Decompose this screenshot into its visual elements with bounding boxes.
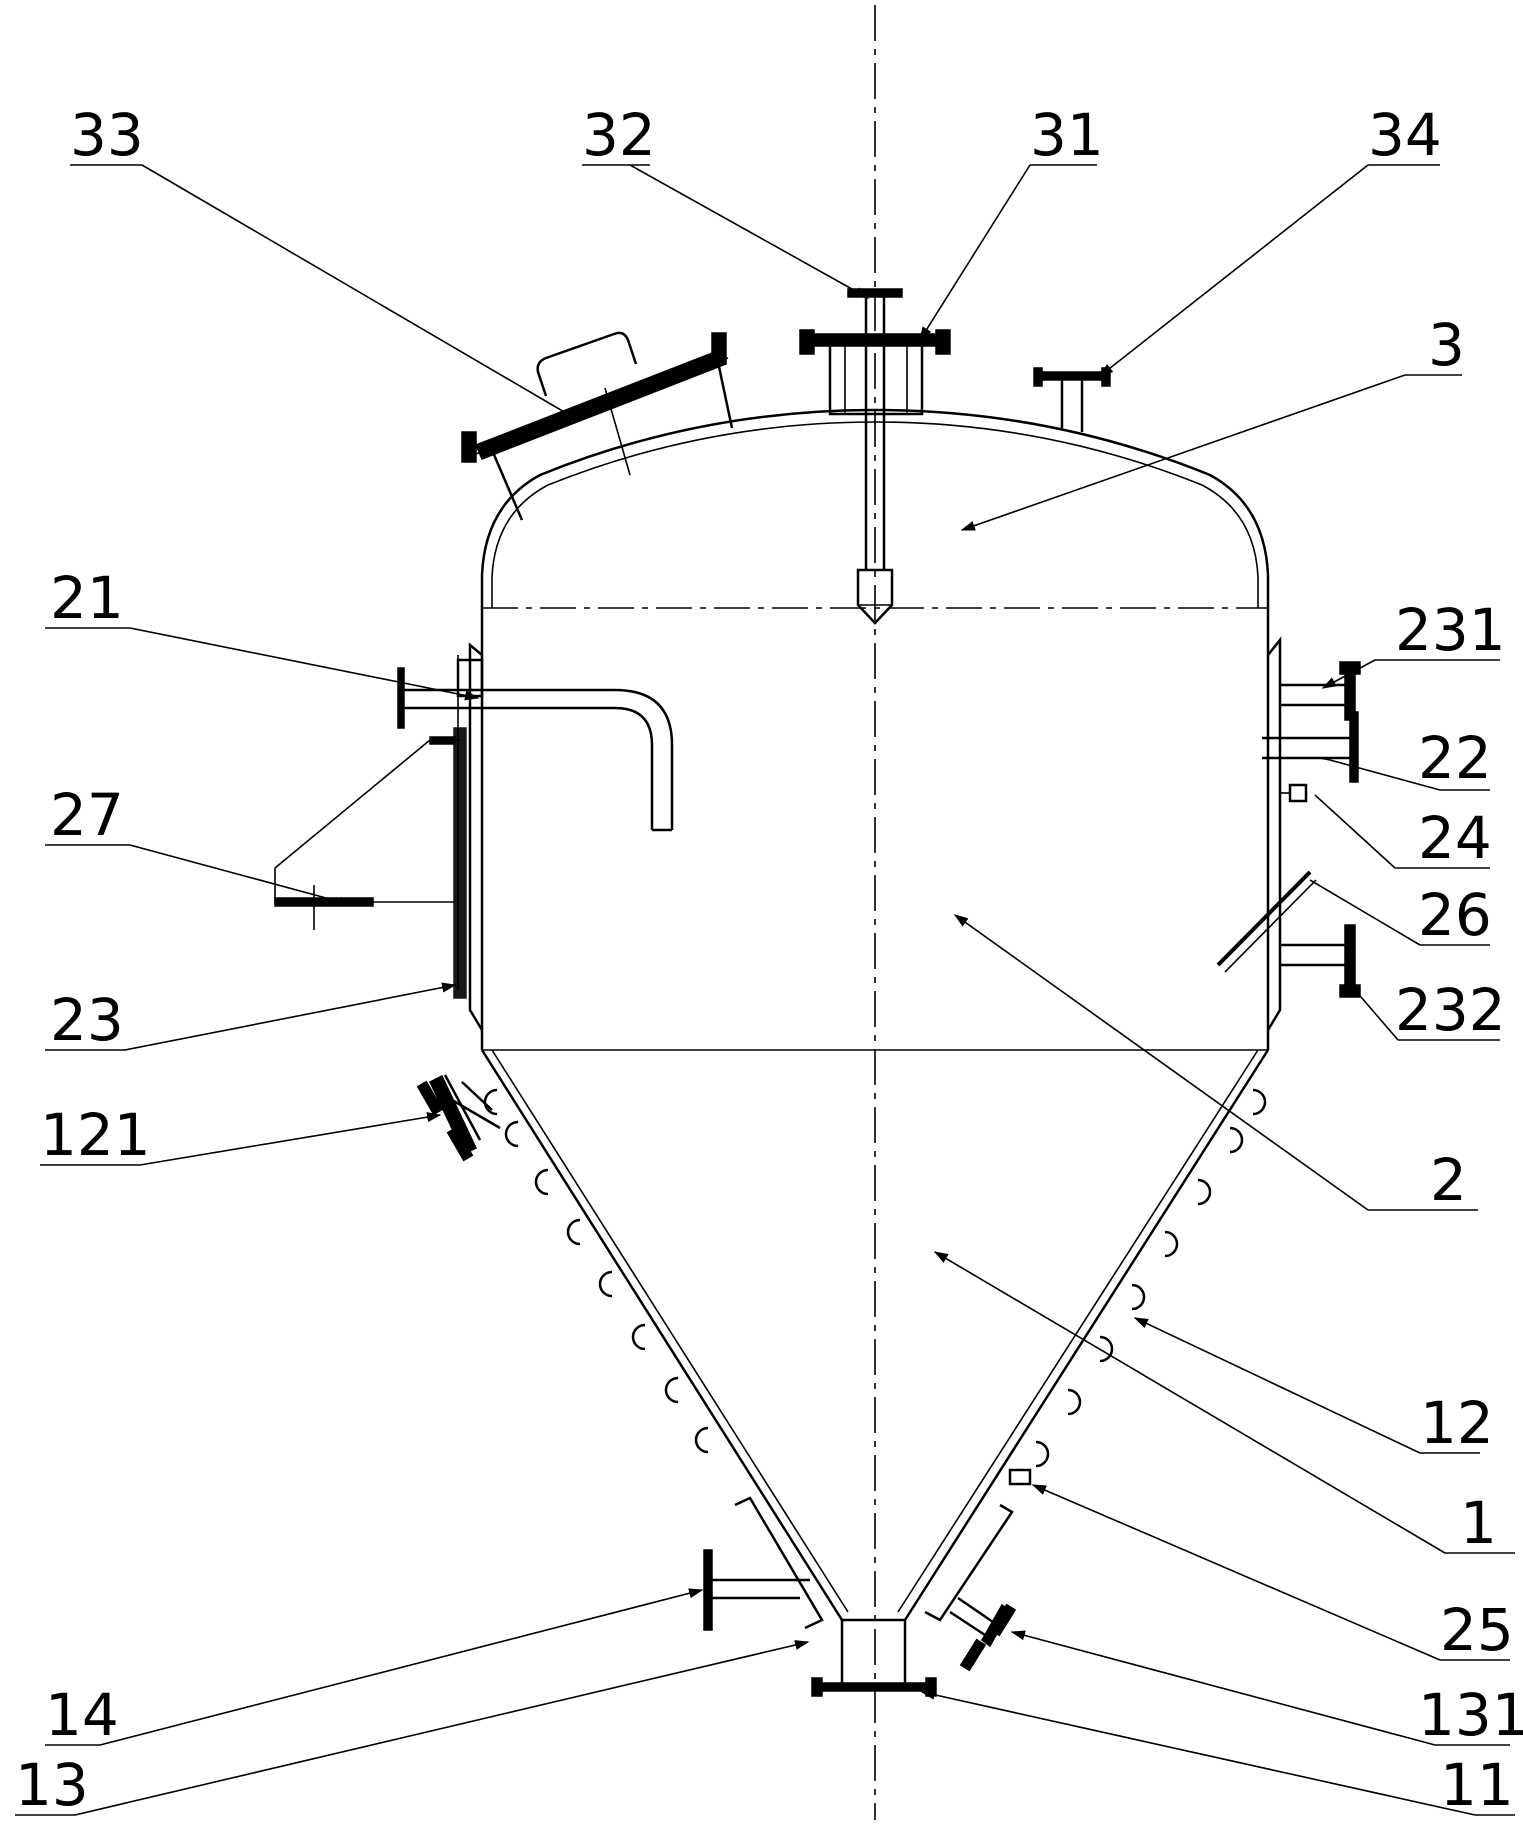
label-21: 21 — [50, 564, 124, 632]
label-33: 33 — [70, 101, 144, 169]
label-27: 27 — [50, 781, 124, 849]
label-31: 31 — [1030, 101, 1104, 169]
label-3: 3 — [1428, 311, 1465, 379]
cylinder-body — [457, 608, 1282, 1051]
label-232: 232 — [1395, 976, 1506, 1044]
label-11: 11 — [1440, 1751, 1514, 1819]
label-12: 12 — [1420, 1389, 1494, 1457]
label-2: 2 — [1430, 1146, 1467, 1214]
center-pipe — [799, 288, 951, 570]
label-1: 1 — [1460, 1489, 1497, 1557]
label-22: 22 — [1418, 724, 1492, 792]
label-32: 32 — [582, 101, 656, 169]
label-26: 26 — [1418, 881, 1492, 949]
label-24: 24 — [1418, 804, 1492, 872]
sight-glass-27 — [274, 727, 467, 999]
label-34: 34 — [1368, 101, 1442, 169]
label-231: 231 — [1395, 596, 1506, 664]
label-25: 25 — [1440, 1596, 1514, 1664]
right-nozzles — [1216, 661, 1361, 998]
label-121: 121 — [40, 1101, 151, 1169]
top-dome — [480, 408, 1270, 625]
leader-lines — [15, 164, 1515, 1816]
inlet-pipe-21 — [397, 658, 674, 832]
manhole-cover — [461, 331, 734, 521]
cone-bottom — [416, 1049, 1270, 1697]
label-131: 131 — [1418, 1681, 1523, 1749]
label-13: 13 — [15, 1751, 89, 1819]
label-14: 14 — [45, 1681, 119, 1749]
nozzle-34 — [1033, 367, 1111, 432]
label-23: 23 — [50, 986, 124, 1054]
part-labels: 33 32 31 34 3 21 231 22 27 24 26 23 232 … — [15, 101, 1523, 1819]
